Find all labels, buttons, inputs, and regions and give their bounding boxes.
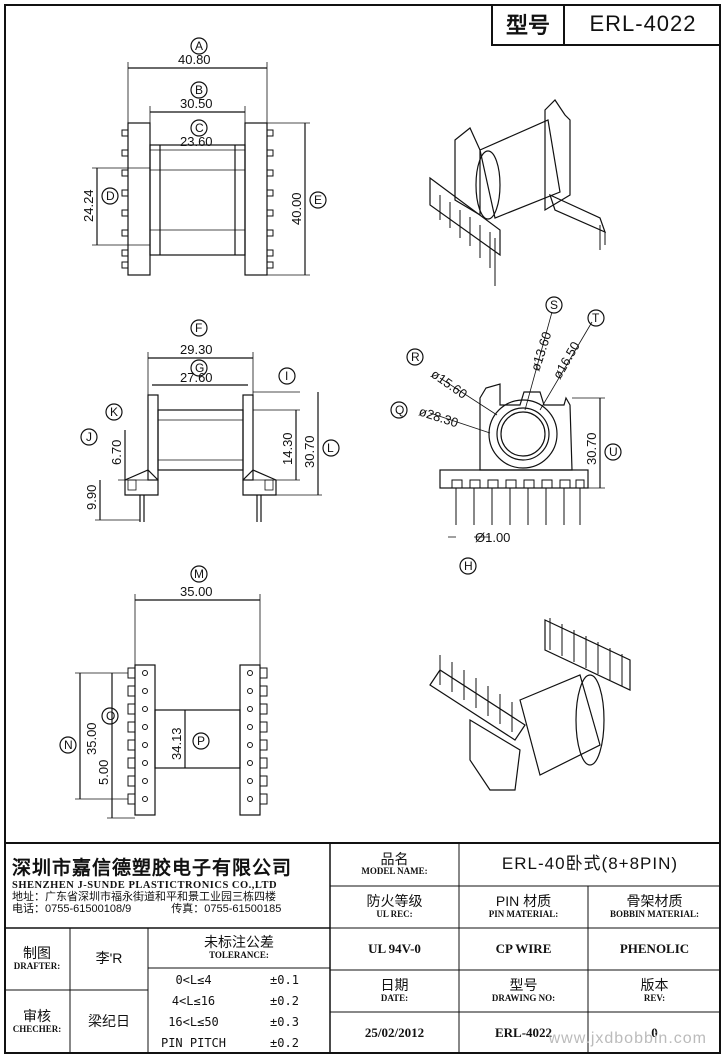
top-view <box>92 62 310 276</box>
dim-A: 40.80 <box>178 52 211 67</box>
bobbin-material-label: 骨架材质 BOBBIN MATERIAL: <box>609 893 700 919</box>
tolerance-row: PIN PITCH±0.2 <box>160 1035 299 1050</box>
marker-N: N <box>64 738 73 752</box>
dim-F: 29.30 <box>180 342 213 357</box>
pin-material-value: CP WIRE <box>495 940 552 956</box>
model-name-value: ERL-40卧式(8+8PIN) <box>501 854 679 874</box>
company-address: 地址：广东省深圳市福永街道和平和景工业园三栋四楼 <box>12 891 276 904</box>
marker-P: P <box>197 734 205 748</box>
dim-H: Ø1.00 <box>475 530 510 545</box>
iso-view-top <box>429 99 607 286</box>
dim-M: 35.00 <box>180 584 213 599</box>
rev-value: 0 <box>651 1024 658 1040</box>
tolerance-row: 16<L≤50±0.3 <box>168 1014 299 1029</box>
dim-K: 6.70 <box>109 440 124 465</box>
checker-value: 梁纪日 <box>88 1013 130 1030</box>
dim-S: ø13.60 <box>528 330 555 373</box>
marker-R: R <box>411 350 420 364</box>
dim-E: 40.00 <box>289 192 304 225</box>
title-block-grid <box>4 842 721 1054</box>
dim-O: 5.00 <box>96 760 111 785</box>
marker-H: H <box>464 559 473 573</box>
dim-L: 30.70 <box>302 435 317 468</box>
marker-G: G <box>195 361 204 375</box>
marker-T: T <box>592 311 600 325</box>
pin-material-label: PIN 材质 PIN MATERIAL: <box>488 893 559 919</box>
dim-P: 34.13 <box>169 727 184 760</box>
tolerance-row: 4<L≤16±0.2 <box>171 993 299 1008</box>
marker-O: O <box>106 709 115 723</box>
model-header-label: 型号 <box>493 4 565 44</box>
dim-T: ø16.50 <box>550 339 583 382</box>
marker-D: D <box>106 189 115 203</box>
marker-E: E <box>314 193 322 207</box>
marker-C: C <box>195 121 204 135</box>
ul-value: UL 94V-0 <box>368 940 421 956</box>
technical-drawing: 40.80 30.50 23.60 24.24 40.00 29.30 27.6… <box>59 37 631 819</box>
marker-J: J <box>86 430 92 444</box>
company-fax: 传真：0755-61500185 <box>171 903 282 916</box>
company-phone: 电话：0755-61500108/9 <box>12 903 132 916</box>
marker-L: L <box>327 441 334 455</box>
dim-D: 24.24 <box>81 189 96 222</box>
marker-U: U <box>609 445 618 459</box>
company-name-zh: 深圳市嘉信德塑胶电子有限公司 <box>12 857 293 879</box>
model-header-value: ERL-4022 <box>589 11 697 36</box>
drawing-no-value: ERL-4022 <box>494 1024 553 1040</box>
circled-markers: A B C D E F G I J K L M N O P Q R S T U … <box>59 37 622 754</box>
date-label: 日期 DATE: <box>380 977 409 1003</box>
marker-S: S <box>550 298 558 312</box>
dim-L2: 14.30 <box>280 432 295 465</box>
watermark: www.jxdbobbin.com <box>548 1030 707 1047</box>
iso-view-bottom <box>429 618 631 791</box>
dim-R: ø15.60 <box>428 366 470 402</box>
marker-F: F <box>195 321 202 335</box>
drafter-value: 李'R <box>95 950 123 967</box>
marker-A: A <box>195 39 203 53</box>
rev-label: 版本 REV: <box>640 977 669 1003</box>
bobbin-material-value: PHENOLIC <box>619 940 690 956</box>
company-info: 深圳市嘉信德塑胶电子有限公司 SHENZHEN J-SUNDE PLASTICT… <box>4 846 330 928</box>
model-header: 型号 ERL-4022 <box>491 4 721 46</box>
tolerance-row: 0<L≤4±0.1 <box>175 972 299 987</box>
marker-Q: Q <box>395 403 404 417</box>
dim-C: 23.60 <box>180 134 213 149</box>
dim-J: 9.90 <box>84 485 99 510</box>
tolerance-table: 0<L≤4±0.1 4<L≤16±0.2 16<L≤50±0.3 PIN PIT… <box>148 970 330 1054</box>
ul-label: 防火等级 UL REC: <box>366 893 423 919</box>
drawing-no-label: 型号 DRAWING NO: <box>491 977 556 1003</box>
bottom-view <box>75 594 268 819</box>
company-name-en: SHENZHEN J-SUNDE PLASTICTRONICS CO.,LTD <box>12 879 278 891</box>
marker-M: M <box>194 567 204 581</box>
dim-N: 35.00 <box>84 722 99 755</box>
checker-label: 审核 CHECHER: <box>12 1008 62 1034</box>
front-view <box>95 352 322 522</box>
dim-Q: ø28.30 <box>417 404 460 431</box>
marker-K: K <box>110 405 118 419</box>
model-name-label: 品名 MODEL NAME: <box>361 850 428 877</box>
title-block: 深圳市嘉信德塑胶电子有限公司 SHENZHEN J-SUNDE PLASTICT… <box>4 842 721 1054</box>
drafter-label: 制图 DRAFTER: <box>13 945 61 971</box>
marker-I: I <box>285 369 288 383</box>
tolerance-label: 未标注公差 TOLERANCE: <box>204 934 274 960</box>
date-value: 25/02/2012 <box>364 1024 425 1040</box>
drawing-frame <box>4 4 721 1054</box>
dim-U: 30.70 <box>584 432 599 465</box>
side-view <box>429 311 605 538</box>
marker-B: B <box>195 83 203 97</box>
dim-B: 30.50 <box>180 96 213 111</box>
